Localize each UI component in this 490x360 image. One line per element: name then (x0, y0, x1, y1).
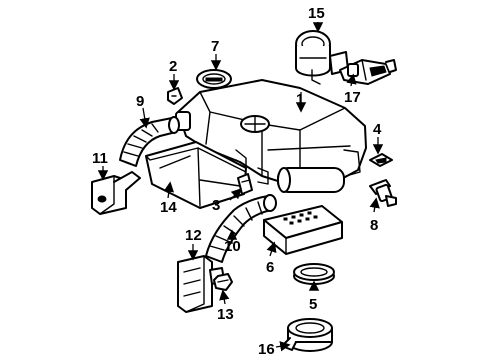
throttle-body (295, 30, 349, 85)
temp-sensor (369, 179, 397, 207)
intake-duct (119, 116, 180, 167)
callout-4: 4 (373, 121, 382, 138)
callout-2: 2 (169, 58, 177, 75)
leader-lines (97, 22, 384, 352)
callout-1: 1 (296, 91, 304, 108)
fitting-nut (213, 273, 233, 291)
callout-12: 12 (185, 227, 202, 244)
callout-8: 8 (370, 217, 378, 234)
callout-labels: 1 2 3 4 5 6 7 8 9 10 11 12 13 14 15 16 1… (92, 5, 382, 358)
callout-13: 13 (217, 306, 234, 323)
callout-15: 15 (308, 5, 325, 22)
callout-14: 14 (160, 199, 177, 216)
callout-3: 3 (212, 197, 220, 214)
clip-part (167, 87, 183, 105)
callout-9: 9 (136, 93, 144, 110)
intake-scoop (91, 171, 141, 215)
callout-7: 7 (211, 38, 219, 55)
idle-actuator (339, 59, 397, 85)
air-filter-element (263, 205, 343, 255)
callout-16: 16 (258, 341, 275, 358)
callout-6: 6 (266, 259, 274, 276)
callout-11: 11 (92, 150, 108, 167)
callout-10: 10 (224, 238, 241, 255)
callout-5: 5 (309, 296, 317, 313)
small-bracket (369, 153, 393, 167)
seal-ring (293, 263, 335, 285)
emblem-part (196, 69, 232, 89)
clamp-ring (281, 318, 333, 352)
callout-17: 17 (344, 89, 361, 106)
air-cleaner-housing (175, 79, 367, 193)
